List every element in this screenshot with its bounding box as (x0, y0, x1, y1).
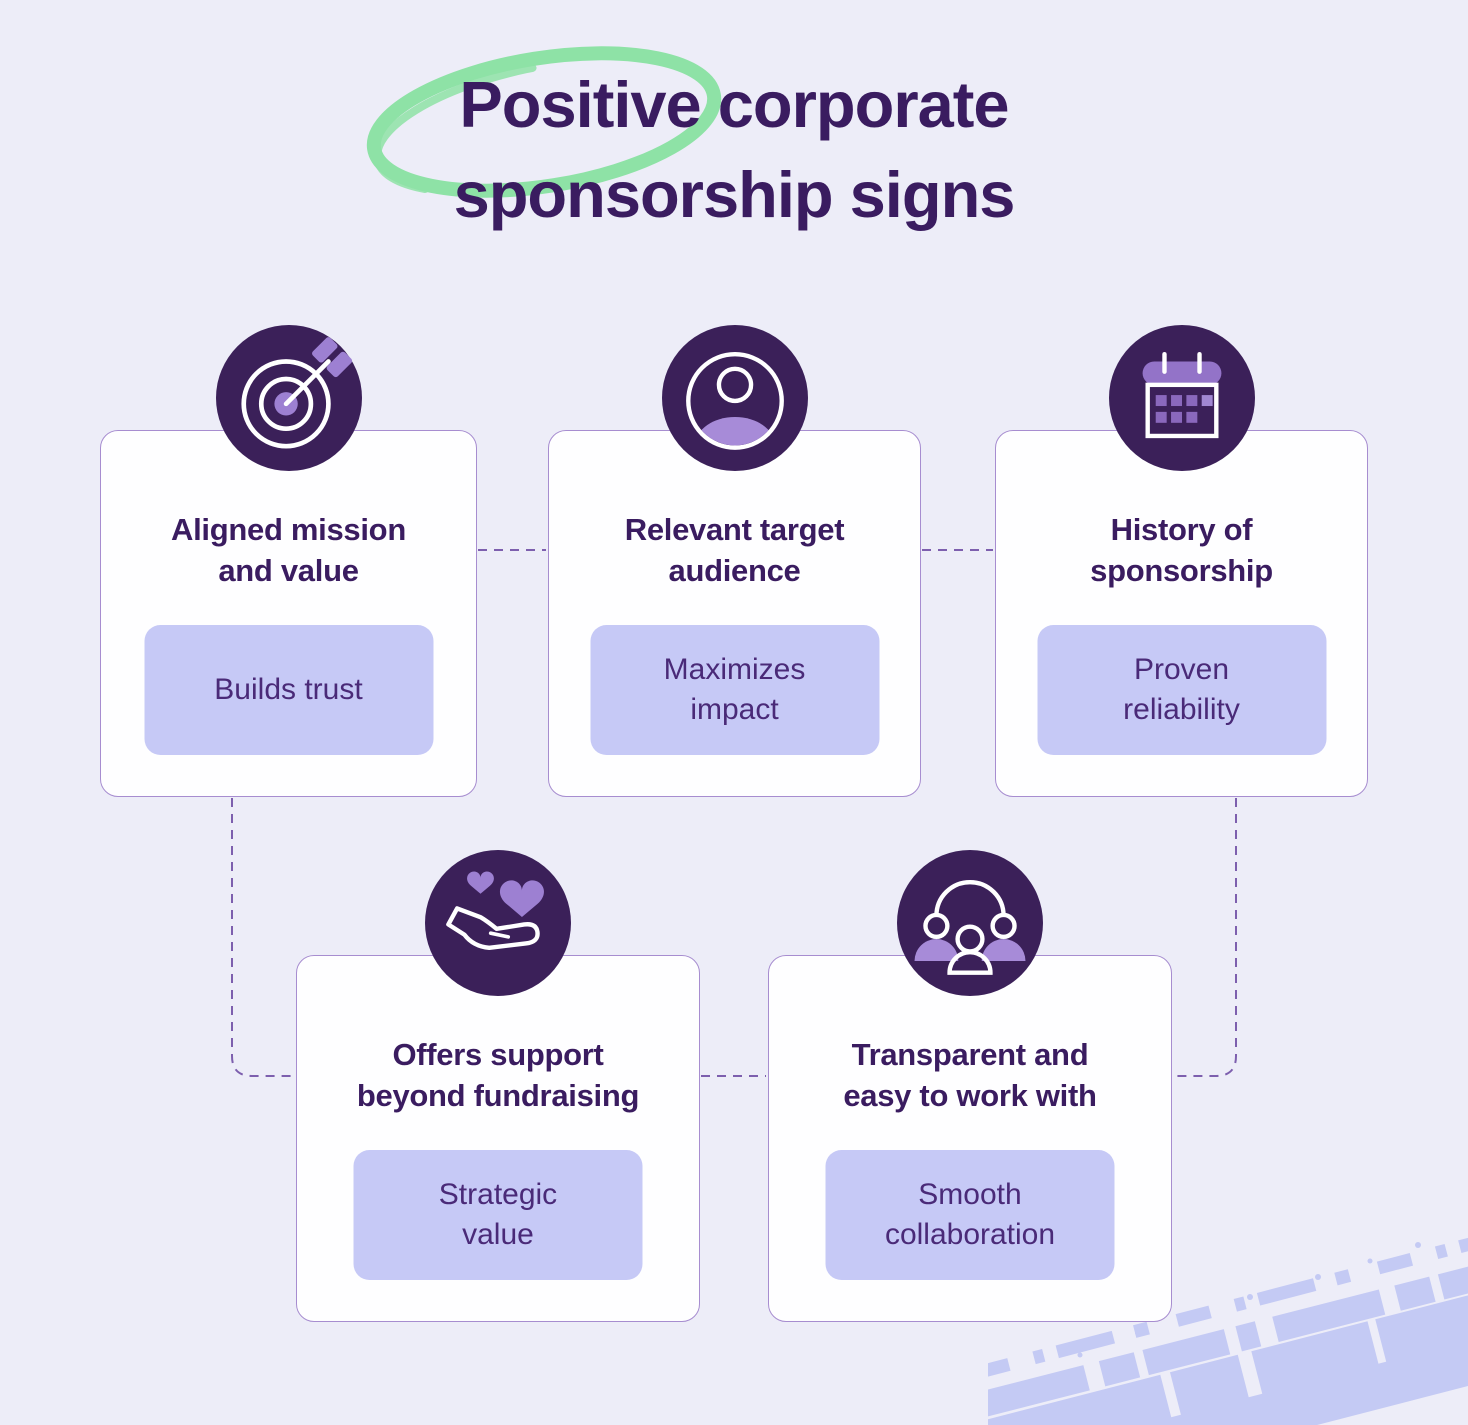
benefit-pill: Proven reliability (1037, 625, 1326, 755)
benefit-pill: Maximizes impact (590, 625, 879, 755)
target-icon (215, 325, 362, 471)
title-line-2: sponsorship signs (453, 158, 1016, 231)
card-aligned-mission: Aligned mission and value Builds trust (100, 325, 477, 797)
page-title: Positive corporate sponsorship signs (0, 60, 1468, 240)
title-line-1: Positive corporate (459, 68, 1009, 141)
card-title: History of sponsorship (1090, 512, 1273, 588)
calendar-icon (1108, 325, 1255, 471)
people-group-icon (897, 850, 1043, 996)
card-history-sponsorship: History of sponsorship Proven reliabilit… (995, 325, 1368, 797)
benefit-pill: Strategic value (353, 1150, 643, 1280)
card-title: Aligned mission and value (171, 512, 406, 588)
card-relevant-audience: Relevant target audience Maximizes impac… (548, 325, 921, 797)
hand-hearts-icon (425, 850, 571, 996)
card-title: Relevant target audience (624, 512, 845, 588)
person-icon (661, 325, 808, 471)
card-title: Transparent and easy to work with (843, 1037, 1097, 1113)
benefit-pill: Smooth collaboration (825, 1150, 1115, 1280)
card-title: Offers support beyond fundraising (356, 1037, 640, 1113)
card-offers-support: Offers support beyond fundraising Strate… (296, 850, 700, 1322)
card-transparent-easy: Transparent and easy to work with Smooth… (768, 850, 1172, 1322)
benefit-pill: Builds trust (144, 625, 433, 755)
brush-stroke-decoration (988, 1237, 1468, 1425)
